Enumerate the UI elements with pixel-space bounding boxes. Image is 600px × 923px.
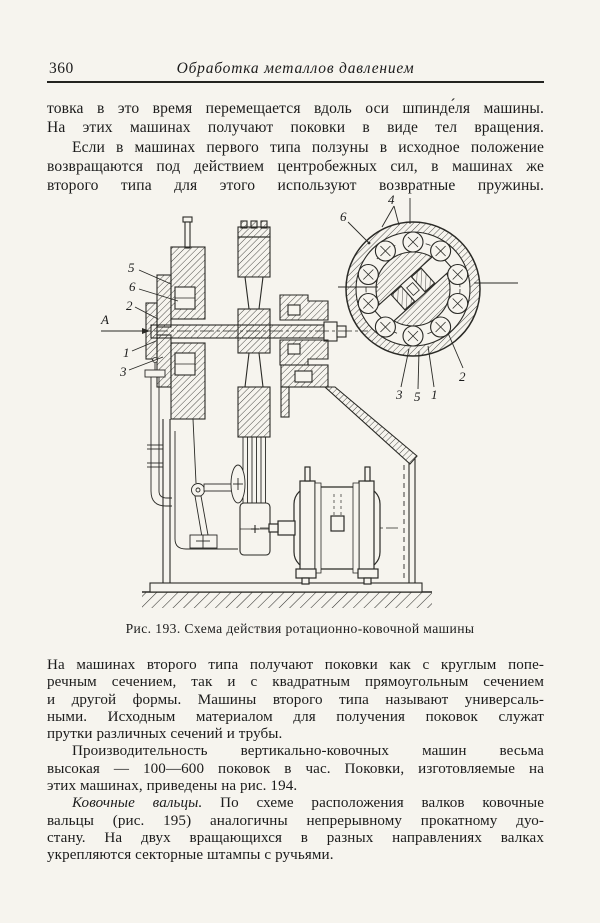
figure-label-c3: 3 bbox=[395, 387, 403, 402]
figure-diagram: 5 6 2 А 1 3 4 6 3 5 1 2 bbox=[100, 192, 518, 608]
text-line: Производительность вертикально-ковочных … bbox=[72, 743, 544, 760]
lever-mechanism bbox=[189, 418, 246, 549]
motor-pulley bbox=[239, 502, 271, 556]
figure-caption: Рис. 193. Схема действия ротационно-ково… bbox=[125, 621, 475, 636]
figure-label-c2: 2 bbox=[459, 369, 466, 384]
figure-label-m2: 2 bbox=[126, 298, 133, 313]
machine-frame bbox=[162, 386, 418, 583]
bearing-bracket bbox=[279, 294, 329, 418]
text-line: прутки различных сечений и трубы. bbox=[47, 726, 283, 743]
paragraph-lead-rest: По схеме расположения валков ковочные bbox=[220, 795, 544, 812]
figure-label-mA: А bbox=[100, 312, 109, 327]
drive-belt bbox=[242, 437, 266, 503]
text-line: Если в машинах первого типа ползуны в ис… bbox=[72, 138, 544, 156]
electric-motor bbox=[260, 466, 400, 585]
text-line: этих машинах, приведены на рис. 194. bbox=[47, 778, 298, 795]
text-line: Ковочные вальцы. По схеме расположения в… bbox=[47, 795, 544, 812]
text-line: ными. Исходным материалом для получения … bbox=[47, 708, 544, 725]
ground-hatching bbox=[142, 591, 432, 608]
figure-label-c5: 5 bbox=[414, 389, 421, 404]
circular-section-view bbox=[338, 198, 518, 390]
figure-label-m5: 5 bbox=[128, 260, 135, 275]
figure-label-c1: 1 bbox=[431, 387, 438, 402]
text-line: второго типа для этого используют возвра… bbox=[47, 177, 544, 195]
machine-side-view bbox=[101, 216, 432, 608]
text-line: возвращаются под действием центробежных … bbox=[47, 157, 544, 175]
rollers bbox=[357, 231, 469, 347]
machine-base bbox=[149, 582, 423, 593]
text-line: вальцы (рис. 195) аналогичны непрерывном… bbox=[47, 812, 544, 829]
page-header: 360 Обработка металлов давлением bbox=[47, 57, 544, 83]
belt-pulley bbox=[237, 220, 271, 438]
figure-label-c6: 6 bbox=[340, 209, 347, 224]
text-line: речным сечением, так и с квадратным прям… bbox=[47, 674, 544, 691]
paragraph-lead-italic: Ковочные вальцы. bbox=[72, 795, 203, 812]
section-label-leaders bbox=[338, 198, 518, 390]
text-line: На машинах второго типа получают поковки… bbox=[47, 657, 544, 673]
header-title: Обработка металлов давлением bbox=[176, 60, 415, 77]
machine-label-leaders bbox=[101, 269, 179, 371]
text-line: укрепляются секторные штампы с ручьями. bbox=[47, 847, 334, 864]
upper-paragraphs: товка в это время перемещается вдоль оси… bbox=[47, 99, 544, 195]
text-line: На этих машинах получают поковки в виде … bbox=[47, 119, 544, 137]
figure-label-m1: 1 bbox=[123, 345, 130, 360]
lower-paragraphs: На машинах второго типа получают поковки… bbox=[47, 657, 544, 865]
spindle-head bbox=[145, 216, 206, 420]
page-number: 360 bbox=[49, 60, 74, 77]
figure-label-m3: 3 bbox=[119, 364, 127, 379]
text-line: высокая — 100—600 поковок в час. Поковки… bbox=[47, 760, 544, 777]
figure-label-c4: 4 bbox=[388, 192, 395, 207]
text-line: товка в это время перемещается вдоль оси… bbox=[47, 100, 544, 117]
figure-label-m6: 6 bbox=[129, 279, 136, 294]
figure-labels: 5 6 2 А 1 3 4 6 3 5 1 2 bbox=[100, 192, 466, 404]
text-line: стану. На двух вращающихся в разных напр… bbox=[47, 829, 544, 846]
frame-slant-edge bbox=[323, 386, 418, 465]
text-line: и другой формы. Машины второго типа назы… bbox=[47, 691, 544, 708]
